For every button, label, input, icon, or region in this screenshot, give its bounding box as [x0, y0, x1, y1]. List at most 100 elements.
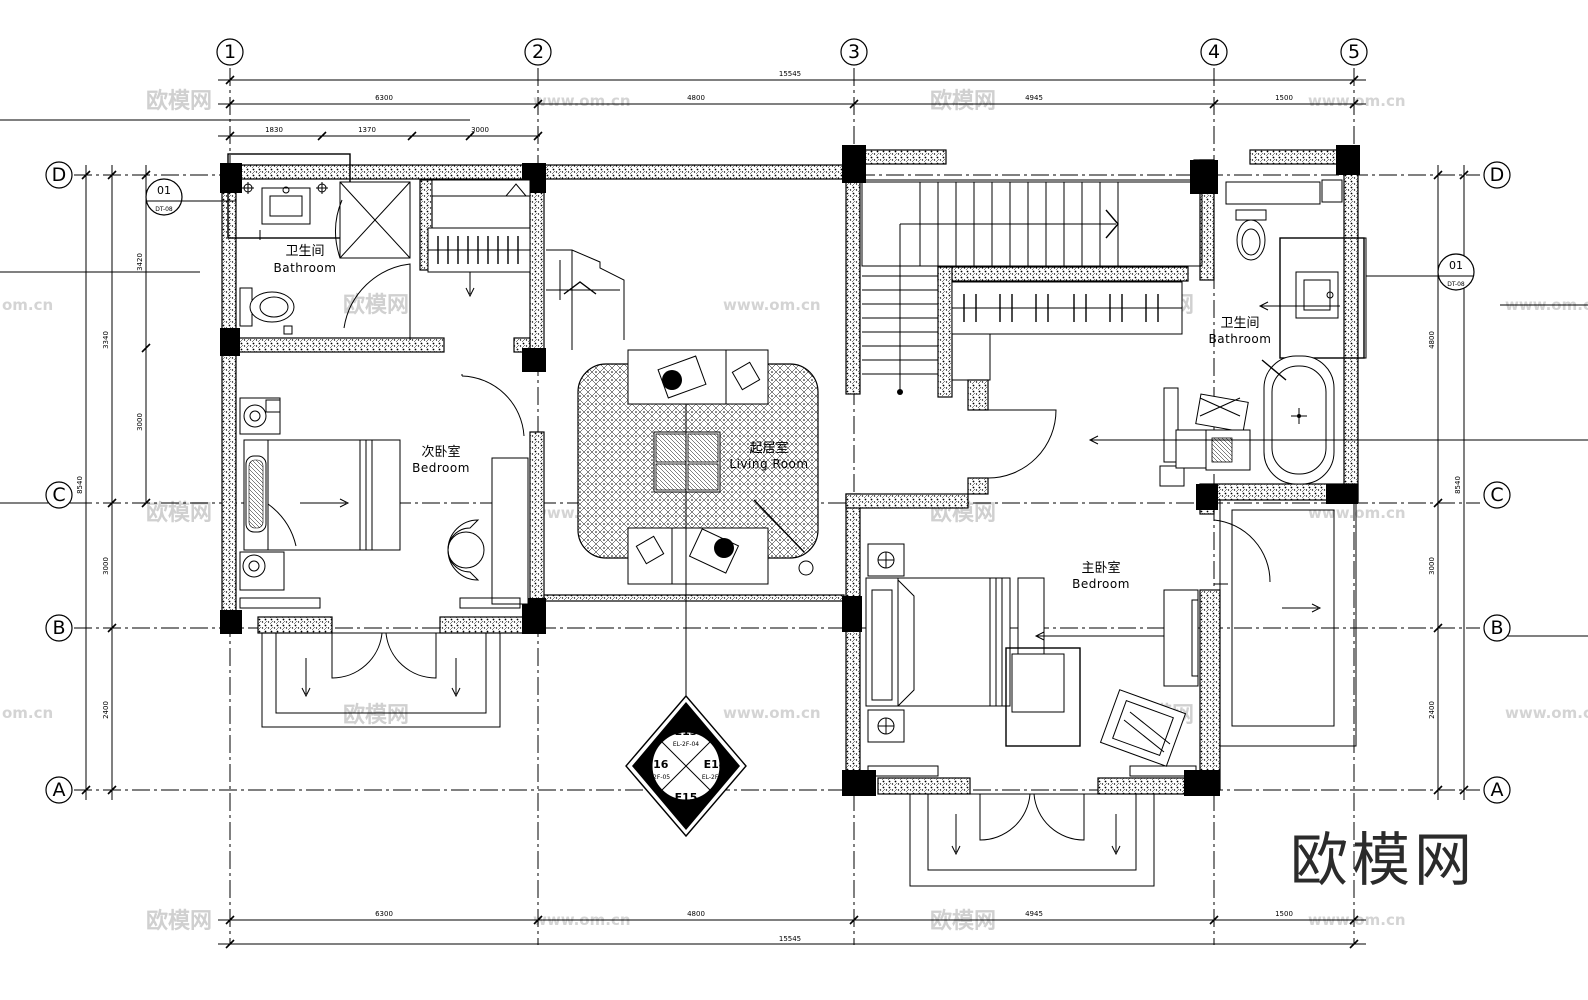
dim-bottom-span: 1500: [1275, 910, 1293, 918]
watermark-url: www.om.cn: [1308, 504, 1406, 522]
door-swing: [385, 632, 437, 679]
vanity-outline: [1279, 237, 1365, 359]
nightstand-icon: [867, 543, 905, 577]
nightstand-icon: [239, 551, 285, 591]
elevation-sheet: EL-2F-04: [673, 741, 699, 748]
axis-bubbles: 1 2 3 4 5 D C B A D C B A: [45, 38, 1511, 804]
elevation-marker: E13 EL-2F-04 E16 EL-2F-05 E14 EL-2F-04 E…: [625, 694, 747, 838]
dim-bottom-total: 15545: [779, 935, 801, 943]
watermark: 欧模网: [343, 292, 409, 318]
master-wardrobe: [951, 281, 1183, 479]
svg-text:D: D: [1490, 164, 1505, 186]
dresser: [1163, 589, 1199, 687]
door-swing: [331, 632, 383, 679]
master-bedroom: 主卧室 Bedroom: [865, 435, 1580, 887]
watermark-url: om.cn: [2, 704, 53, 722]
watermark-url: www.om.cn: [723, 704, 821, 722]
dim-top-span: 1500: [1275, 94, 1293, 102]
svg-text:C: C: [52, 484, 65, 506]
dim-left-span: 3340: [102, 331, 110, 349]
detail-tag-right: 01 DT-08: [1366, 253, 1475, 291]
chair-icon: [1195, 393, 1249, 433]
dim-top-span: 6300: [375, 94, 393, 102]
living-room: 起居室 Living Room: [577, 349, 819, 700]
svg-text:5: 5: [1348, 41, 1360, 63]
room-label-cn: 卫生间: [1220, 316, 1259, 331]
dim-top-sub: 1830: [265, 126, 283, 134]
watermark-url: www.om.cn: [723, 296, 821, 314]
hangers-icon: [963, 294, 1159, 322]
brand-logo: 欧模网: [1290, 826, 1476, 894]
axis-bubble-2: 2: [524, 38, 552, 66]
axis-bubble-C-left: C: [45, 481, 73, 509]
elevation-code: E14: [704, 758, 727, 771]
dim-top-span: 4800: [687, 94, 705, 102]
room-label-en: Bathroom: [274, 261, 337, 275]
elevation-code: E13: [675, 725, 698, 738]
dim-left-sub: 3420: [136, 253, 144, 271]
dim-top-sub: 1370: [358, 126, 376, 134]
door-swing: [979, 793, 1031, 841]
bathtub-icon: [1263, 355, 1335, 485]
bed-icon: [865, 577, 1011, 707]
hangers-icon: [437, 236, 519, 264]
toilet-icon: [239, 287, 295, 327]
dim-top-total: 15545: [779, 70, 801, 78]
svg-text:B: B: [1490, 617, 1503, 639]
nightstand-icon: [239, 397, 281, 435]
dim-left-span: 3000: [102, 557, 110, 575]
dim-bottom-span: 6300: [375, 910, 393, 918]
axis-bubble-A-right: A: [1483, 776, 1511, 804]
svg-text:4: 4: [1208, 41, 1220, 63]
towel-rack: [1163, 387, 1179, 463]
dim-bottom-span: 4800: [687, 910, 705, 918]
svg-text:C: C: [1490, 484, 1503, 506]
axis-bubble-C-right: C: [1483, 481, 1511, 509]
left-bathroom: 卫生间 Bathroom 01 DT-08: [145, 153, 531, 340]
stair-left: [546, 249, 625, 350]
elevation-sheet: EL-2F-05: [644, 774, 670, 781]
elevation-code: E16: [646, 758, 669, 771]
door-swing: [343, 263, 411, 340]
axis-bubble-1: 1: [216, 38, 244, 66]
main-staircase: [861, 179, 1203, 395]
right-bathroom: 01 DT-08 卫生间 Bathroom: [1159, 179, 1475, 487]
svg-text:1: 1: [224, 41, 236, 63]
axis-bubble-A-left: A: [45, 776, 73, 804]
watermark: 欧模网: [930, 88, 996, 114]
watermark: 欧模网: [146, 908, 212, 934]
dim-top-sub: 3000: [471, 126, 489, 134]
axis-bubble-5: 5: [1340, 38, 1368, 66]
dim-top-span: 4945: [1025, 94, 1043, 102]
room-label-en: Bedroom: [1072, 577, 1130, 591]
svg-text:A: A: [53, 779, 66, 801]
elevation-code: E15: [675, 791, 698, 804]
room-label-en: Living Room: [729, 457, 808, 471]
door-swing: [461, 375, 525, 437]
dim-right-span: 2400: [1428, 701, 1436, 719]
watermark: 欧模网: [146, 500, 212, 526]
armchair-icon: [1099, 689, 1187, 767]
room-label-cn: 主卧室: [1081, 560, 1120, 576]
svg-text:DT-08: DT-08: [155, 206, 173, 213]
second-bedroom: 次卧室 Bedroom: [239, 374, 529, 728]
svg-text:DT-08: DT-08: [1447, 281, 1465, 288]
dim-bottom-span: 4945: [1025, 910, 1043, 918]
dim-right-total: 8540: [1454, 476, 1462, 494]
door-swing: [987, 409, 1057, 479]
dim-right-span: 3000: [1428, 557, 1436, 575]
desk: [491, 457, 529, 605]
watermark-url: www.om.cn: [533, 92, 631, 110]
rug: [1005, 647, 1081, 747]
armchair-icon: [688, 528, 740, 574]
axis-bubble-3: 3: [840, 38, 868, 66]
nightstand-icon: [867, 709, 905, 743]
dim-left-total: 8540: [76, 476, 84, 494]
toilet-icon: [1235, 209, 1267, 261]
sink-icon: [1295, 271, 1339, 319]
svg-text:B: B: [52, 617, 65, 639]
elevation-sheet: EL-2F-05: [673, 807, 699, 814]
dim-left-sub: 3000: [136, 413, 144, 431]
dim-right-span: 4800: [1428, 331, 1436, 349]
